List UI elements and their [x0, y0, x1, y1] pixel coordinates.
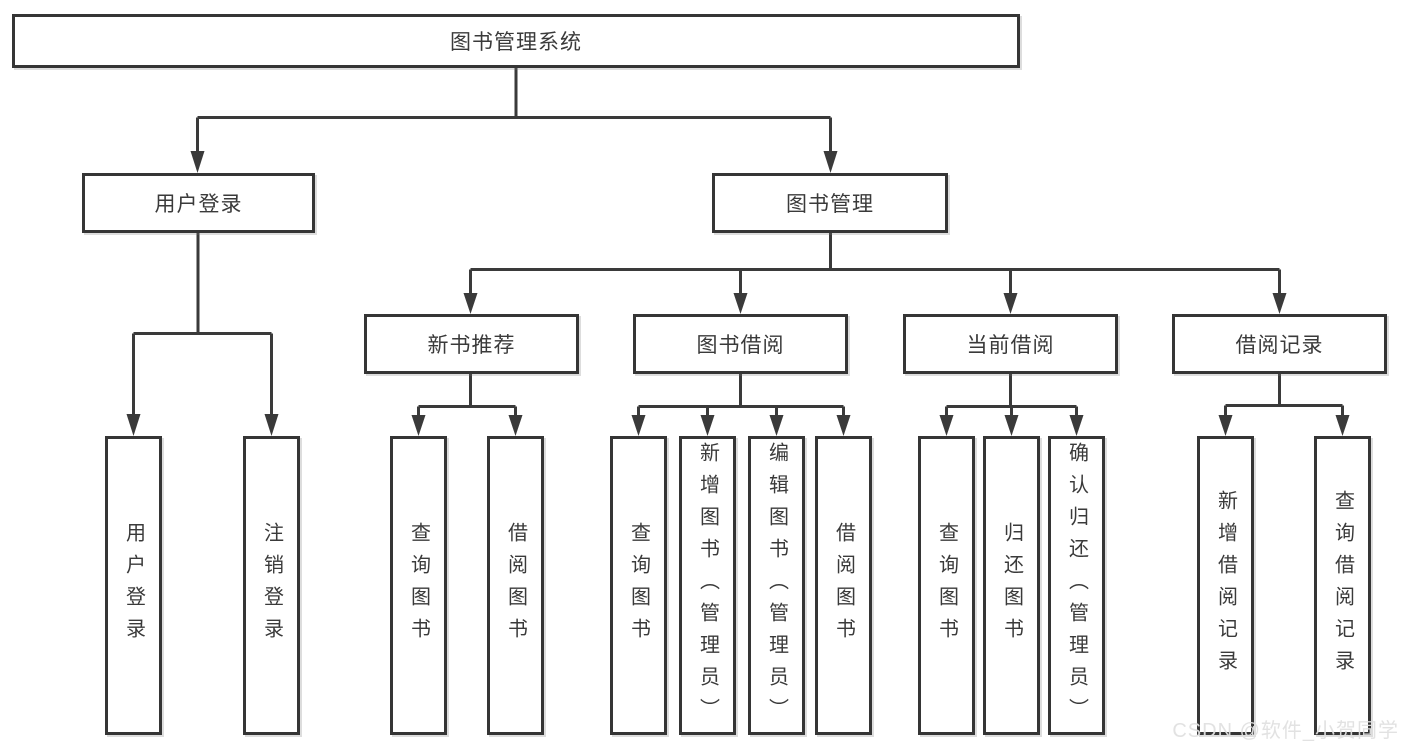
arrow-nb-query [411, 415, 426, 436]
arrow-nb-borrow [508, 415, 523, 436]
node-leaf-cb-query-books: 查询图书 [918, 436, 975, 735]
node-leaf-br-query-record-label: 查询借阅记录 [1331, 489, 1354, 682]
node-borrow-record-label: 借阅记录 [1235, 334, 1324, 357]
node-leaf-br-add-record-label: 新增借阅记录 [1214, 489, 1237, 682]
node-user-login-label: 用户登录 [154, 193, 243, 216]
arrow-current-borrow [1003, 293, 1018, 314]
node-leaf-logout: 注销登录 [243, 436, 300, 735]
arrow-cb-query [939, 415, 954, 436]
node-leaf-bb-add-books: 新增图书（管理员） [679, 436, 736, 735]
node-leaf-bb-borrow-books: 借阅图书 [815, 436, 872, 735]
node-book-management-label: 图书管理 [786, 193, 874, 216]
node-new-book-recommend: 新书推荐 [364, 314, 579, 374]
node-leaf-cb-confirm-return-label: 确认归还（管理员） [1065, 441, 1088, 730]
node-leaf-bb-borrow-books-label: 借阅图书 [832, 521, 855, 650]
arrow-new-book [463, 293, 478, 314]
node-leaf-user-login: 用户登录 [105, 436, 162, 735]
node-root-label: 图书管理系统 [450, 31, 582, 54]
node-leaf-br-add-record: 新增借阅记录 [1197, 436, 1254, 735]
csdn-watermark: CSDN @软件_小贺同学 [1172, 720, 1399, 742]
node-book-borrow: 图书借阅 [633, 314, 848, 374]
arrow-book-borrow [733, 293, 748, 314]
arrow-borrow-record [1272, 293, 1287, 314]
node-leaf-bb-edit-books-label: 编辑图书（管理员） [765, 441, 788, 730]
arrow-book-mgmt [823, 151, 838, 173]
node-new-book-recommend-label: 新书推荐 [427, 334, 516, 357]
arrow-leaf-user-login [126, 414, 141, 436]
node-leaf-cb-return-books: 归还图书 [983, 436, 1040, 735]
node-leaf-nb-query-books-label: 查询图书 [407, 521, 430, 650]
node-book-borrow-label: 图书借阅 [696, 334, 785, 357]
node-leaf-cb-confirm-return: 确认归还（管理员） [1048, 436, 1105, 735]
node-current-borrow: 当前借阅 [903, 314, 1118, 374]
arrowheads [126, 151, 1350, 436]
arrow-cb-return [1004, 415, 1019, 436]
node-leaf-cb-return-books-label: 归还图书 [1000, 521, 1023, 650]
arrow-bb-query [631, 415, 646, 436]
node-leaf-bb-edit-books: 编辑图书（管理员） [748, 436, 805, 735]
node-leaf-user-login-label: 用户登录 [122, 521, 145, 650]
arrow-user-login [190, 151, 205, 173]
node-current-borrow-label: 当前借阅 [966, 334, 1055, 357]
node-user-login: 用户登录 [82, 173, 315, 233]
arrow-br-add [1218, 415, 1233, 436]
node-leaf-nb-query-books: 查询图书 [390, 436, 447, 735]
arrow-bb-edit [769, 415, 784, 436]
node-leaf-bb-query-books: 查询图书 [610, 436, 667, 735]
node-leaf-nb-borrow-books-label: 借阅图书 [504, 521, 527, 650]
node-leaf-cb-query-books-label: 查询图书 [935, 521, 958, 650]
node-leaf-logout-label: 注销登录 [260, 521, 283, 650]
node-borrow-record: 借阅记录 [1172, 314, 1387, 374]
node-leaf-br-query-record: 查询借阅记录 [1314, 436, 1371, 735]
arrow-bb-borrow [836, 415, 851, 436]
arrow-leaf-logout [264, 414, 279, 436]
node-leaf-bb-add-books-label: 新增图书（管理员） [696, 441, 719, 730]
node-leaf-bb-query-books-label: 查询图书 [627, 521, 650, 650]
arrow-br-query [1335, 415, 1350, 436]
arrow-bb-add [700, 415, 715, 436]
node-book-management: 图书管理 [712, 173, 948, 233]
arrow-cb-confirm [1069, 415, 1084, 436]
node-leaf-nb-borrow-books: 借阅图书 [487, 436, 544, 735]
node-root: 图书管理系统 [12, 14, 1020, 68]
